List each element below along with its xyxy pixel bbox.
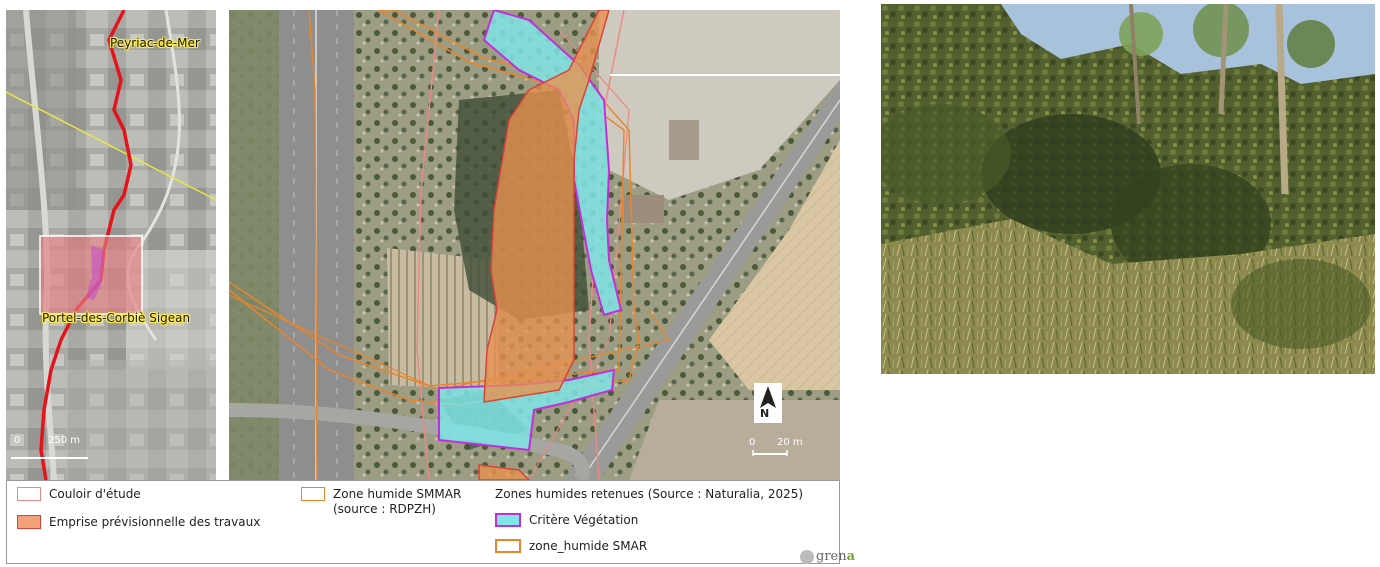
crop-field bbox=[709, 140, 840, 390]
legend-item-study-corridor: Couloir d'étude bbox=[17, 487, 141, 501]
grena-logo: grena bbox=[800, 549, 855, 564]
legend-item-wetland-smmar: Zone humide SMMAR (source : RDPZH) bbox=[301, 487, 461, 517]
legend-label: zone_humide SMAR bbox=[529, 539, 648, 553]
wetland-smmar-outline bbox=[308, 10, 318, 480]
connector-line-map bbox=[610, 74, 840, 76]
site-photo bbox=[881, 4, 1375, 374]
place-label-portel: Portel-des-Corbiè Sigean bbox=[42, 311, 191, 325]
boundary-line bbox=[6, 91, 216, 201]
logo-mark-icon bbox=[800, 549, 814, 564]
inset-extent-box bbox=[39, 235, 143, 315]
legend-swatch bbox=[17, 487, 41, 501]
legend-item-vegetation-criterion: Critère Végétation bbox=[495, 513, 638, 527]
map-legend: Couloir d'étude Emprise prévisionnelle d… bbox=[6, 480, 840, 564]
legend-item-works-footprint: Emprise prévisionnelle des travaux bbox=[17, 515, 260, 529]
place-label-peyriac: Peyriac-de-Mer bbox=[110, 36, 200, 50]
main-map-svg bbox=[229, 10, 840, 480]
overview-map: Peyriac-de-Mer Portel-des-Corbiè Sigean … bbox=[6, 10, 216, 480]
legend-swatch bbox=[301, 487, 325, 501]
legend-label: Critère Végétation bbox=[529, 513, 639, 527]
main-map: N 0 20 m bbox=[229, 10, 840, 480]
overview-scale-text: 250 m bbox=[48, 435, 81, 446]
legend-swatch bbox=[495, 539, 521, 553]
north-arrow-label: N bbox=[760, 407, 770, 420]
legend-swatch bbox=[17, 515, 41, 529]
study-corridor-outline bbox=[416, 10, 440, 480]
industrial-area bbox=[599, 10, 840, 200]
legend-label: Emprise prévisionnelle des travaux bbox=[49, 515, 261, 529]
legend-item-zone-humide-smar: zone_humide SMAR bbox=[495, 539, 647, 553]
legend-swatch bbox=[495, 513, 521, 527]
works-footprint bbox=[483, 10, 610, 403]
north-arrow-icon bbox=[754, 383, 782, 423]
legend-group-title: Zones humides retenues (Source : Natural… bbox=[495, 487, 804, 501]
legend-label: Zone humide SMMAR (source : RDPZH) bbox=[333, 487, 462, 516]
departmental-road bbox=[564, 80, 840, 480]
legend-label: Couloir d'étude bbox=[49, 487, 141, 501]
route-line bbox=[39, 10, 133, 480]
overview-map-svg bbox=[6, 10, 216, 480]
overview-scale-zero: 0 bbox=[14, 435, 21, 446]
site-photo-svg bbox=[881, 4, 1375, 374]
main-scale-text: 20 m bbox=[777, 437, 803, 448]
main-scale-zero: 0 bbox=[749, 437, 756, 448]
